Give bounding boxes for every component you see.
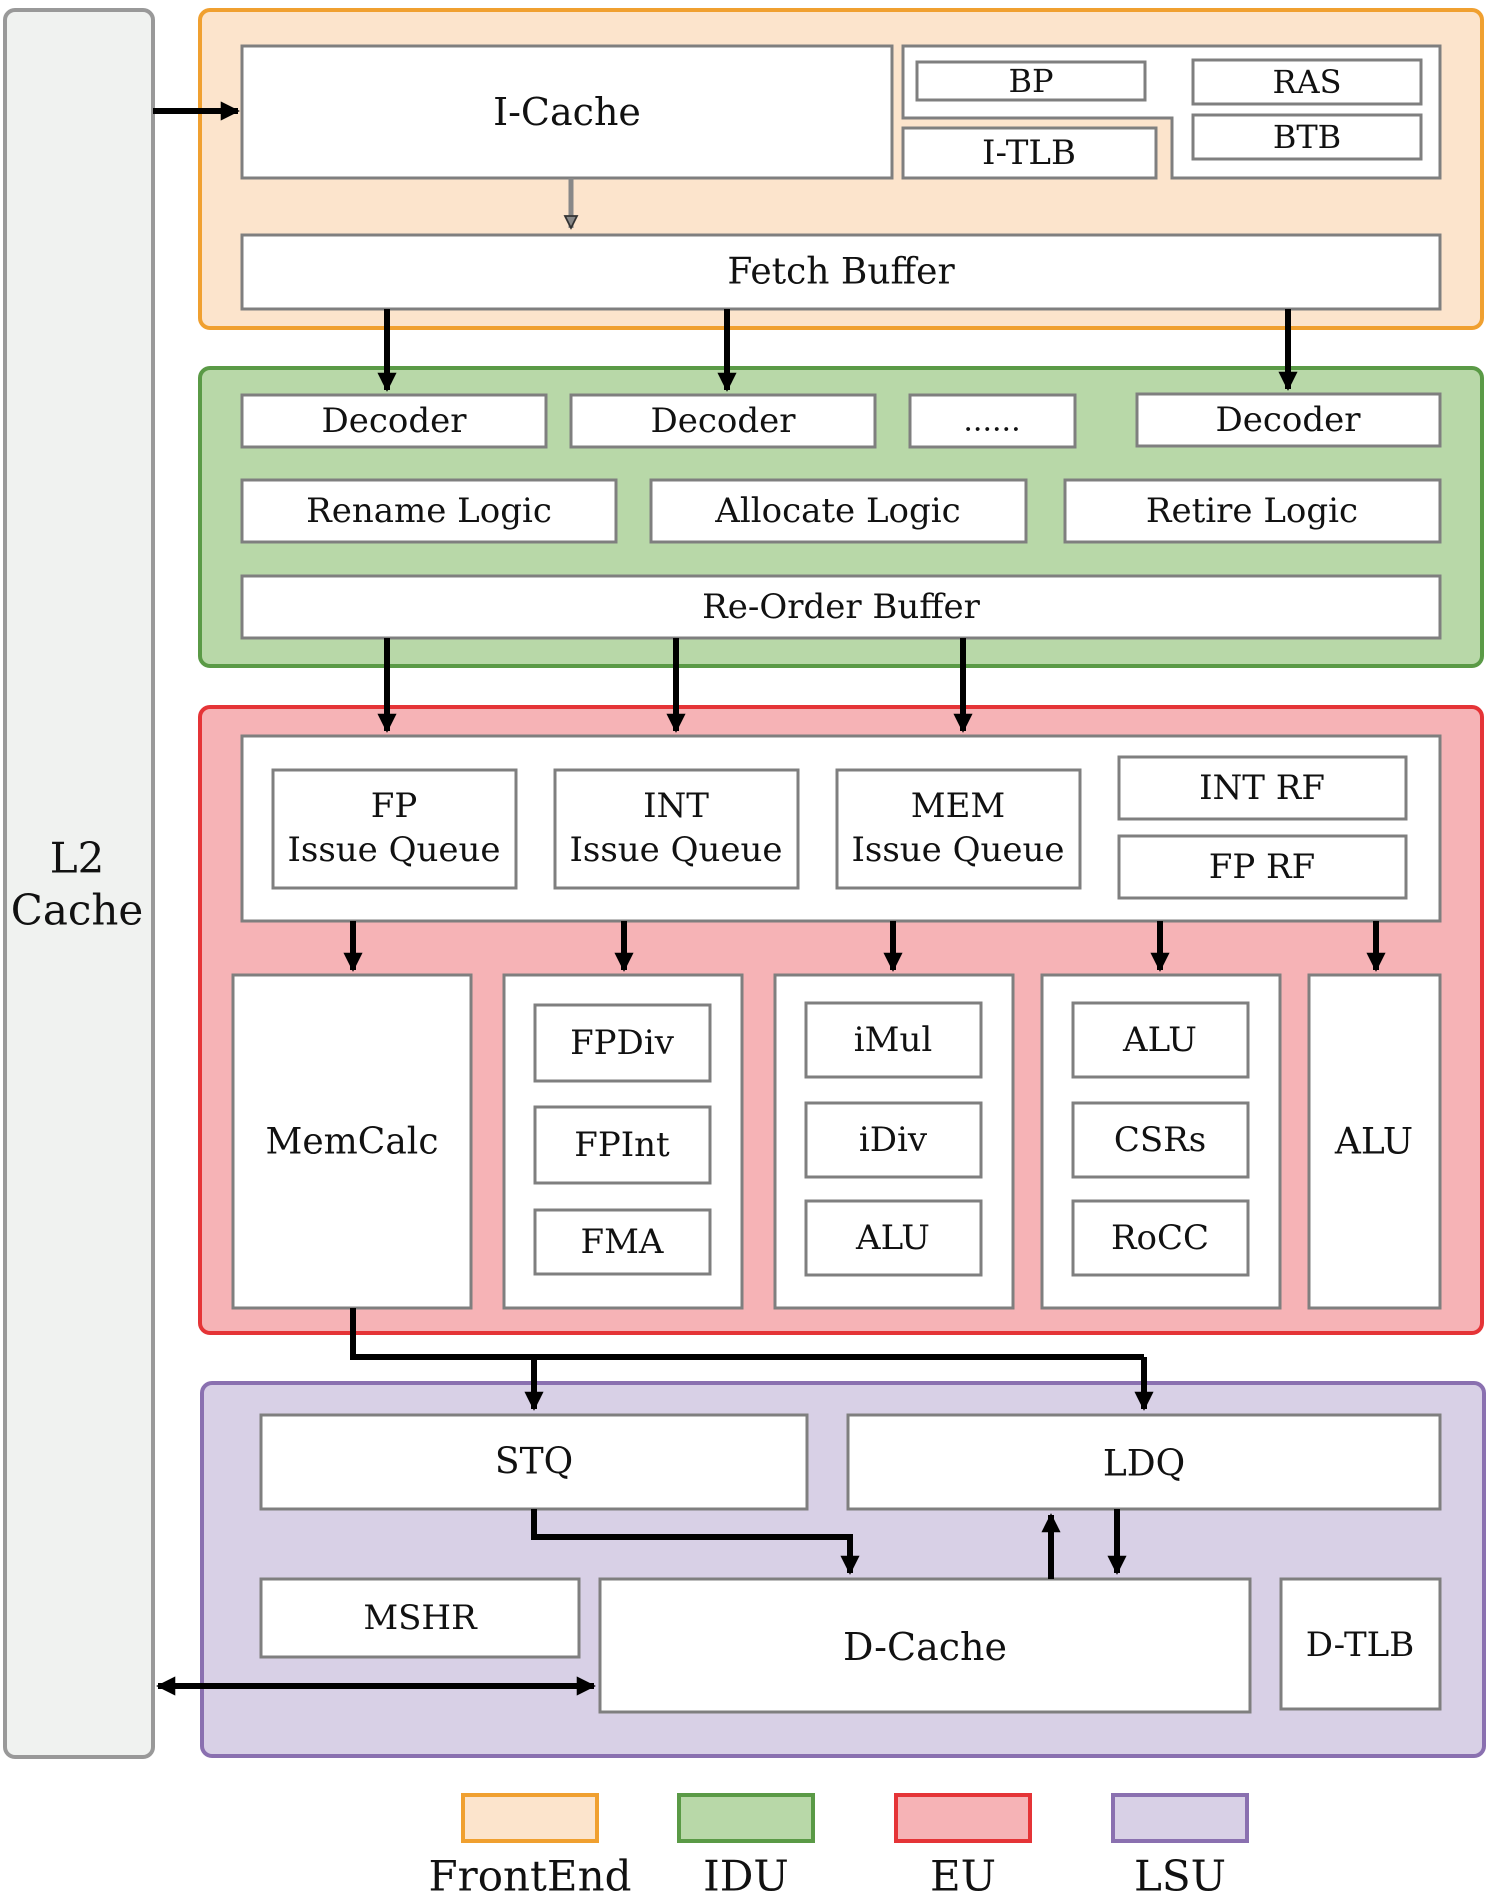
dcache-box bbox=[598, 1577, 1252, 1714]
fp-iq-label-1: FP bbox=[371, 786, 417, 826]
decoder-label-2: Decoder bbox=[650, 401, 796, 441]
rob-label: Re-Order Buffer bbox=[702, 587, 980, 627]
legend-label-lsu: LSU bbox=[1134, 1852, 1226, 1892]
fma-label: FMA bbox=[581, 1222, 664, 1262]
int-alu-box bbox=[804, 1199, 983, 1277]
int-iq-label-1: INT bbox=[643, 786, 709, 826]
bp-label: BP bbox=[1008, 62, 1053, 100]
stq-label: STQ bbox=[495, 1442, 573, 1483]
itlb-box bbox=[901, 126, 1158, 180]
rename-logic-box bbox=[240, 478, 618, 544]
memcalc-label: MemCalc bbox=[266, 1122, 439, 1163]
stq-box bbox=[259, 1413, 809, 1511]
fpint-box bbox=[533, 1105, 712, 1185]
allocate-logic-box bbox=[649, 478, 1028, 544]
allocate-logic-label: Allocate Logic bbox=[714, 491, 960, 531]
idiv-label: iDiv bbox=[859, 1120, 928, 1160]
legend-swatch-frontend bbox=[461, 1793, 599, 1843]
itlb-label: I-TLB bbox=[982, 133, 1076, 173]
misc-alu-label: ALU bbox=[1122, 1020, 1197, 1060]
fetch-buffer-label: Fetch Buffer bbox=[727, 252, 955, 293]
decoder-box-1 bbox=[240, 393, 548, 449]
fp-iq-box bbox=[271, 768, 518, 890]
l2-cache-label-line2: Cache bbox=[11, 886, 144, 935]
icache-box bbox=[240, 44, 894, 180]
legend-swatch-idu bbox=[677, 1793, 815, 1843]
bp-box bbox=[915, 60, 1147, 102]
fetch-buffer-box bbox=[240, 233, 1442, 311]
ldq-box bbox=[846, 1413, 1442, 1511]
arrow-stq-to-dcache bbox=[531, 1509, 860, 1575]
legend-label-frontend: FrontEnd bbox=[428, 1852, 631, 1892]
memcalc-box bbox=[231, 973, 473, 1310]
fp-rf-label: FP RF bbox=[1209, 847, 1315, 887]
memcalc-bus bbox=[350, 1308, 1144, 1360]
mem-iq-label-1: MEM bbox=[911, 786, 1005, 826]
int-alu-label: ALU bbox=[855, 1218, 930, 1258]
decoder-label-1: Decoder bbox=[321, 401, 467, 441]
l2-cache-block bbox=[3, 8, 155, 1759]
fp-iq-label-2: Issue Queue bbox=[287, 830, 500, 870]
legend-swatch-lsu bbox=[1111, 1793, 1249, 1843]
connectors bbox=[153, 101, 1386, 1696]
fma-box bbox=[533, 1208, 712, 1276]
alu-label: ALU bbox=[1334, 1122, 1413, 1163]
mem-iq-box bbox=[835, 768, 1082, 890]
mshr-box bbox=[259, 1577, 581, 1659]
legend-label-idu: IDU bbox=[703, 1852, 789, 1892]
ldq-label: LDQ bbox=[1103, 1444, 1185, 1485]
btb-box bbox=[1191, 113, 1423, 161]
decoder-box-4 bbox=[1135, 392, 1442, 448]
mem-iq-label-2: Issue Queue bbox=[851, 830, 1064, 870]
misc-alu-box bbox=[1071, 1001, 1250, 1079]
imul-box bbox=[804, 1001, 983, 1079]
decoder-ellipsis-box bbox=[908, 393, 1077, 449]
idiv-box bbox=[804, 1101, 983, 1179]
icache-label: I-Cache bbox=[493, 90, 641, 134]
ras-box bbox=[1191, 58, 1423, 106]
ras-label: RAS bbox=[1272, 63, 1341, 101]
rocc-box bbox=[1071, 1199, 1250, 1277]
dtlb-label: D-TLB bbox=[1306, 1625, 1414, 1665]
decoder-label-4: Decoder bbox=[1215, 400, 1361, 440]
fpint-label: FPInt bbox=[574, 1125, 670, 1165]
decoder-ellipsis-label: ...... bbox=[963, 404, 1020, 439]
int-iq-label-2: Issue Queue bbox=[569, 830, 782, 870]
imul-label: iMul bbox=[854, 1020, 932, 1060]
dcache-label: D-Cache bbox=[843, 1625, 1007, 1669]
fp-rf-box bbox=[1117, 834, 1408, 900]
dtlb-box bbox=[1279, 1577, 1442, 1711]
decoder-box-2 bbox=[569, 393, 877, 449]
legend: FrontEnd IDU EU LSU bbox=[428, 1793, 1249, 1892]
btb-label: BTB bbox=[1273, 118, 1341, 156]
legend-label-eu: EU bbox=[930, 1852, 996, 1892]
rocc-label: RoCC bbox=[1111, 1218, 1209, 1258]
mshr-label: MSHR bbox=[363, 1598, 478, 1638]
rob-box bbox=[240, 574, 1442, 640]
csrs-label: CSRs bbox=[1114, 1120, 1206, 1160]
l2-cache-label-line1: L2 bbox=[50, 834, 105, 883]
int-iq-box bbox=[553, 768, 800, 890]
retire-logic-label: Retire Logic bbox=[1146, 491, 1358, 531]
retire-logic-box bbox=[1063, 478, 1442, 544]
alu-box bbox=[1307, 973, 1442, 1310]
fpdiv-box bbox=[533, 1003, 712, 1083]
rename-logic-label: Rename Logic bbox=[306, 491, 552, 531]
fpdiv-label: FPDiv bbox=[570, 1023, 675, 1063]
legend-swatch-eu bbox=[894, 1793, 1032, 1843]
int-rf-label: INT RF bbox=[1199, 768, 1325, 808]
int-rf-box bbox=[1117, 755, 1408, 821]
csrs-box bbox=[1071, 1101, 1250, 1179]
